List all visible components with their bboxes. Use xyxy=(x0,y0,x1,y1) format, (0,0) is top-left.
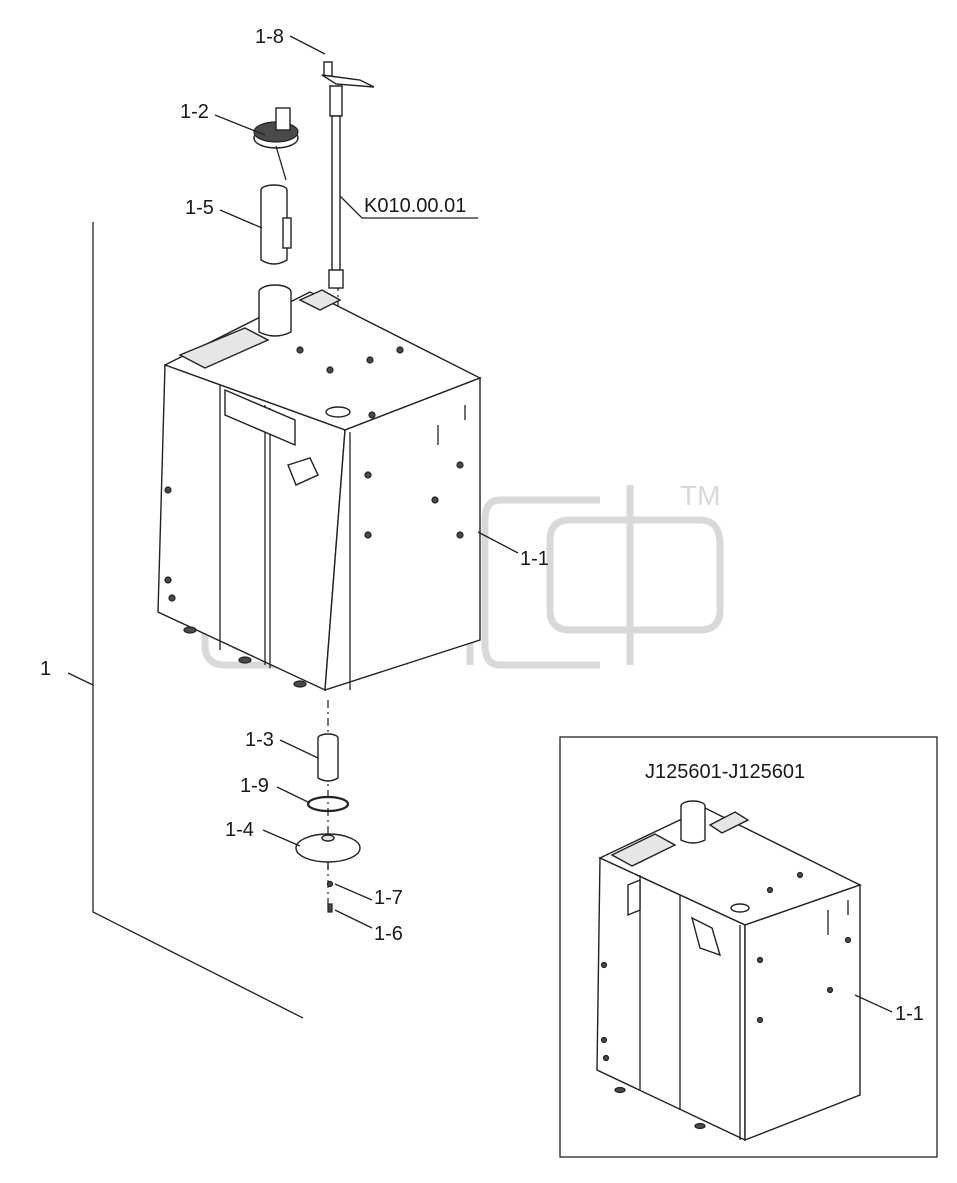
inset-variant: J125601-J125601 1-1 xyxy=(559,736,938,1158)
washer xyxy=(326,880,334,888)
leader-lines xyxy=(214,35,519,929)
label-1-8: 1-8 xyxy=(255,26,284,48)
watermark-tm: TM xyxy=(680,480,720,511)
assembly-bracket xyxy=(67,222,304,1019)
label-1-9: 1-9 xyxy=(240,775,269,797)
label-1-4: 1-4 xyxy=(225,819,254,841)
inset-title: J125601-J125601 xyxy=(645,761,805,783)
filler-cap xyxy=(253,107,299,181)
label-1-6: 1-6 xyxy=(374,923,403,945)
label-1-5: 1-5 xyxy=(185,197,214,219)
bolt xyxy=(327,903,333,913)
flange-plate xyxy=(295,833,361,870)
suction-filter xyxy=(317,733,339,782)
label-assembly-1: 1 xyxy=(40,658,51,680)
label-sensor-k010: K010.00.01 xyxy=(364,195,466,217)
label-1-1: 1-1 xyxy=(520,548,549,570)
filler-neck xyxy=(260,184,292,265)
label-1-3: 1-3 xyxy=(245,729,274,751)
tank-body xyxy=(157,284,482,692)
label-1-2: 1-2 xyxy=(180,101,209,123)
label-1-7: 1-7 xyxy=(374,887,403,909)
inset-label-1-1: 1-1 xyxy=(895,1003,924,1025)
o-ring xyxy=(306,795,350,813)
level-sensor xyxy=(321,61,375,289)
